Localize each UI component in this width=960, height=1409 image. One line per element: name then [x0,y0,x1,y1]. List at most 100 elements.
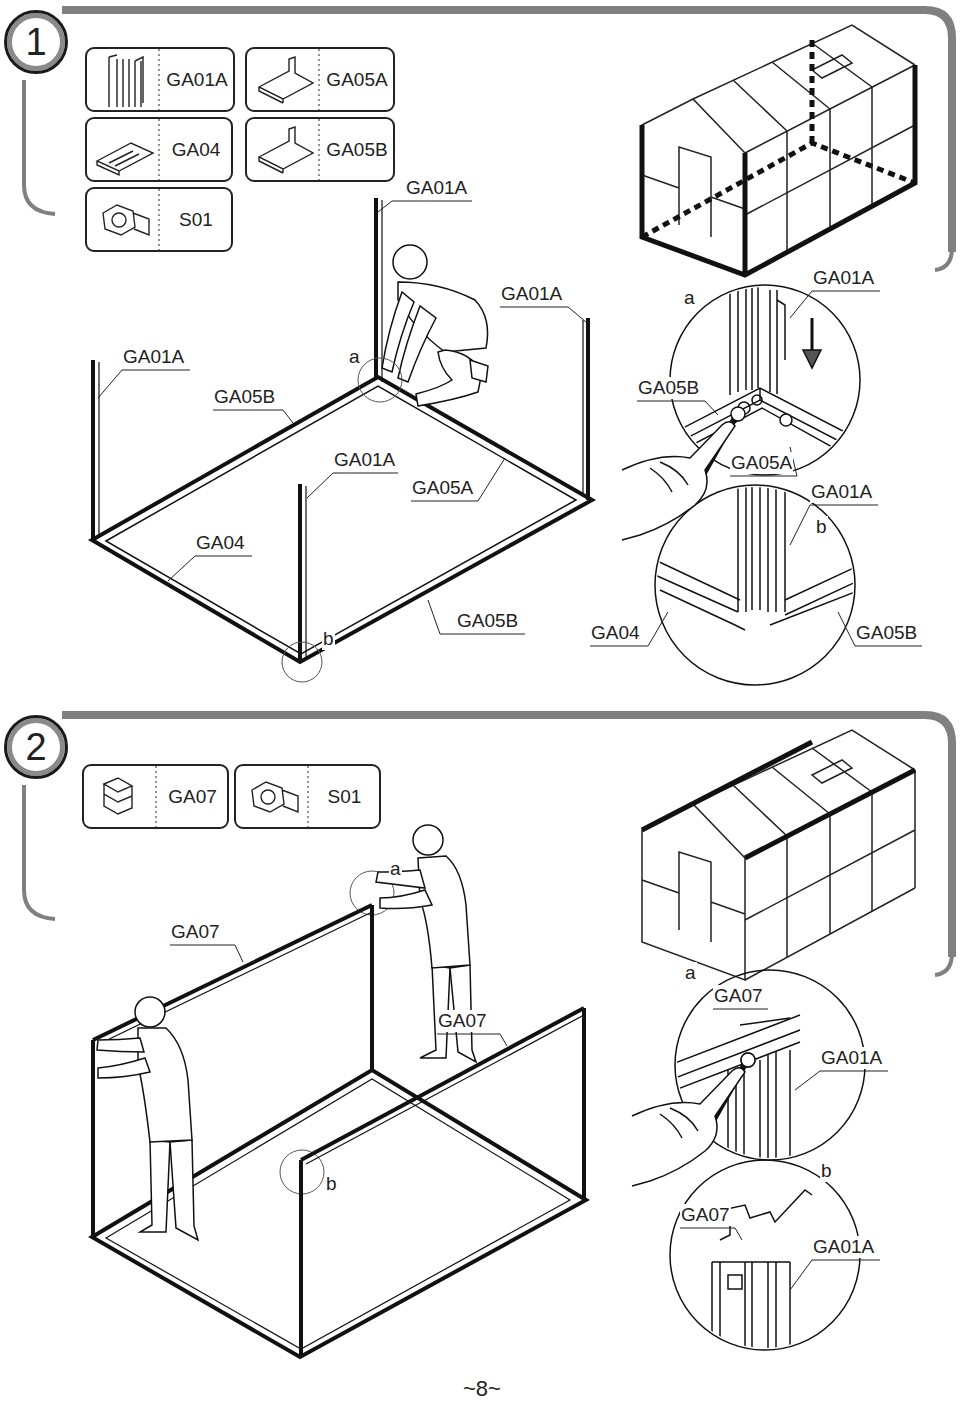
greenhouse-thumbnail [642,730,915,980]
part-label: GA07 [437,1010,488,1032]
leader-line [790,291,880,318]
part-label: GA07 [680,1204,731,1226]
part-label: GA05A [411,477,474,499]
detail-view [655,560,745,630]
part-code: GA01A [166,69,227,91]
leader-line [790,1260,880,1290]
part-icon [259,127,313,173]
part-label: GA07 [170,921,221,943]
worker-figure [97,997,198,1240]
hand-with-wrench [632,1068,745,1186]
divider [156,766,157,827]
step-panel [24,80,55,214]
greenhouse [642,25,915,275]
leader-line [637,401,718,415]
greenhouse-thumbnail [642,65,915,275]
worker-figure [135,997,165,1027]
divider [319,49,320,110]
part-label: GA05B [456,610,519,632]
detail-marker [358,358,402,402]
part-label: GA01A [820,1047,883,1069]
part-label: GA01A [500,283,563,305]
detail-view [770,565,860,625]
divider [159,49,160,110]
part-icon [104,778,132,814]
detail-letter: a [389,858,402,880]
part-box: GA05B [245,117,395,182]
detail-letter: a [683,287,696,309]
detail-letter: b [325,1173,338,1195]
hand-with-wrench [650,462,688,492]
detail-view [728,1275,742,1289]
part-code: GA05B [326,139,387,161]
detail-view [741,1053,755,1067]
leader-line [838,612,922,646]
part-label: GA01A [812,1236,875,1258]
divider [159,119,160,180]
leader-line [795,1071,888,1090]
detail-letter: b [815,516,828,538]
greenhouse-thumbnail [642,25,915,275]
hand-with-wrench [660,1108,698,1138]
detail-view [730,285,785,395]
part-label: GA04 [590,622,641,644]
floor-frame [106,386,576,654]
part-icon [84,766,158,827]
leader-line [168,556,252,581]
leader-line [437,1034,507,1046]
detail-view [712,1262,790,1350]
hand-with-wrench [731,407,745,421]
detail-letter: b [322,628,335,650]
detail-view [655,485,855,685]
leader-line [590,612,668,646]
part-icon [109,55,143,107]
hand-with-wrench [622,422,735,540]
wall-frame [93,905,584,1160]
part-label: GA05B [637,377,700,399]
floor-frame [92,198,592,662]
part-label: GA01A [810,481,873,503]
part-code: GA05A [326,69,387,91]
leader-line [680,1228,742,1240]
part-icon [87,189,161,250]
worker-figure [398,306,436,382]
leader-line [411,458,505,501]
wall-frame [92,905,586,1357]
part-box: S01 [234,764,381,829]
part-box: GA01A [85,47,235,112]
part-code: S01 [328,786,362,808]
part-icon [259,57,313,103]
worker-figure [170,1140,198,1240]
part-label: GA04 [195,532,246,554]
part-label: GA05B [855,622,918,644]
detail-view [655,285,870,1350]
detail-letter: a [348,346,361,368]
detail-view [738,480,785,612]
detail-letter: b [820,1160,833,1182]
part-icon [247,49,321,110]
leader-line [713,1009,768,1010]
part-icon [87,49,161,110]
leader-line [98,201,922,1290]
step-panel [935,248,952,270]
leader-line [213,410,293,423]
leader-line [500,307,586,322]
worker-figure [418,856,470,968]
divider [308,766,309,827]
part-icon [236,766,310,827]
part-box: GA04 [85,117,233,182]
greenhouse [642,730,915,980]
step-panel [62,715,952,957]
part-label: GA01A [405,177,468,199]
leader-line [170,945,243,962]
leader-line [98,370,190,398]
detail-view [780,414,792,426]
detail-marker [282,642,322,682]
hand-with-wrench [741,1053,755,1067]
detail-letter: a [684,962,697,984]
worker-figure [140,1140,170,1232]
worker-figure [470,360,488,382]
part-code: GA07 [168,786,217,808]
part-label: GA05B [213,386,276,408]
